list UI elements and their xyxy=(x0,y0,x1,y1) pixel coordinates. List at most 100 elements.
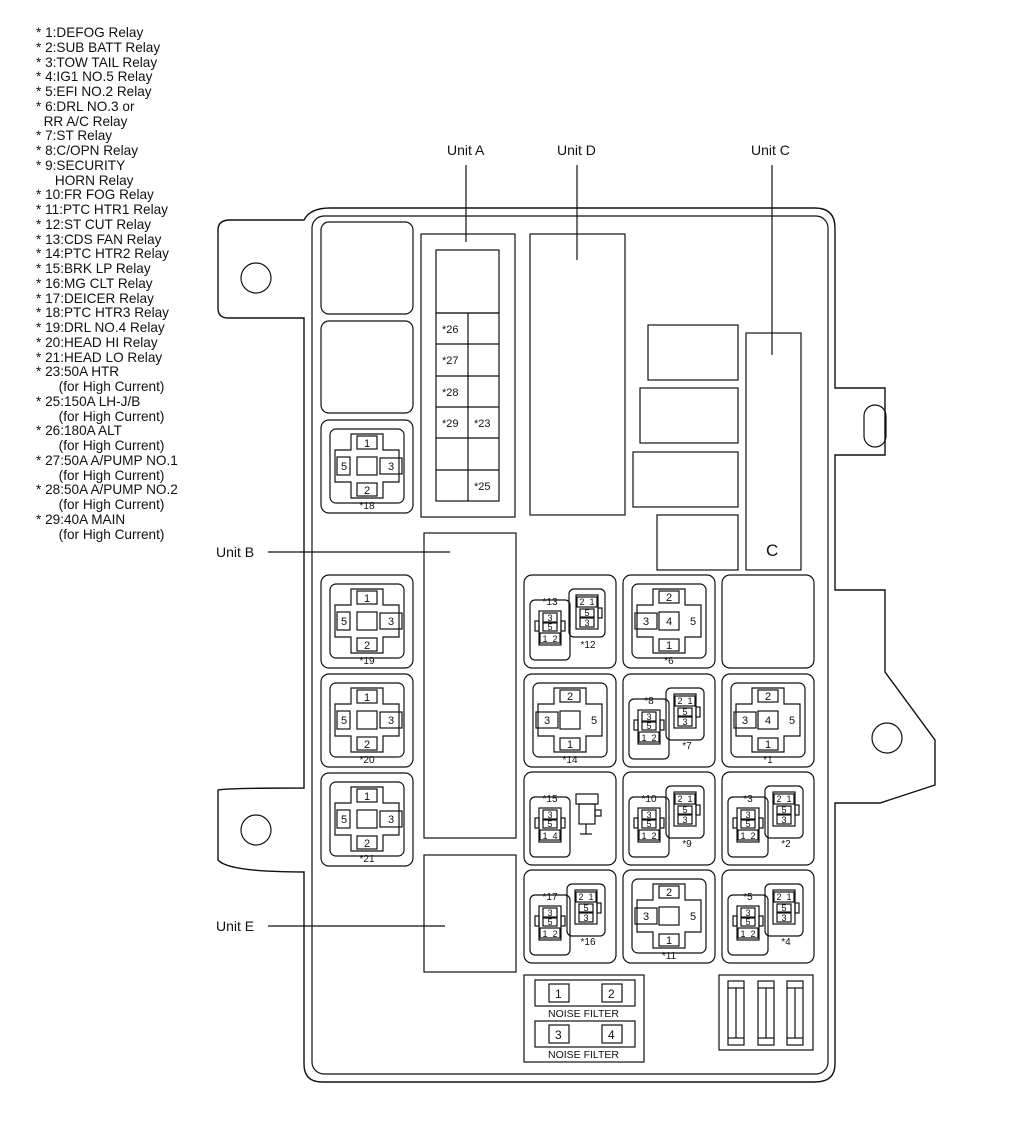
relay-label: *15 xyxy=(542,794,557,805)
legend-text: 5:EFI NO.2 Relay xyxy=(45,84,152,99)
legend-mark: * xyxy=(36,25,46,40)
nf2-caption: NOISE FILTER xyxy=(548,1049,619,1061)
legend-text: 18:PTC HTR3 Relay xyxy=(45,305,169,321)
pin-label: 3 xyxy=(547,810,552,820)
mount-slot-right xyxy=(863,404,887,448)
pin-label: 2 xyxy=(677,696,682,706)
fuse-label-23: *23 xyxy=(474,418,491,430)
pin-label: 3 xyxy=(547,908,552,918)
relay-label: *13 xyxy=(542,597,557,608)
pin-label: 3 xyxy=(643,911,649,923)
legend-mark: * xyxy=(36,39,46,55)
pin-label: 1 xyxy=(687,794,692,804)
mount-hole-right-bottom xyxy=(871,722,903,754)
legend-mark: * xyxy=(36,231,46,247)
legend-text: 6:DRL NO.3 or xyxy=(45,98,135,114)
pin-label: 5 xyxy=(682,707,687,717)
pin-label: 5 xyxy=(583,903,588,913)
legend-row: * 17:DEICER Relay xyxy=(36,290,178,307)
legend-text: 2:SUB BATT Relay xyxy=(45,39,161,55)
legend-row: * 12:ST CUT Relay xyxy=(36,216,178,233)
legend-row: HORN Relay xyxy=(36,173,178,189)
pin-label: 5 xyxy=(781,903,786,913)
fuse-label-28: *28 xyxy=(442,387,459,399)
legend-row: * 16:MG CLT Relay xyxy=(36,275,178,292)
pin-label: 3 xyxy=(388,461,394,473)
relay-label: *12 xyxy=(580,640,595,651)
relay-label: *20 xyxy=(359,755,374,766)
pin-label: 2 xyxy=(776,892,781,902)
legend-mark: * xyxy=(36,69,46,85)
pin-label: 5 xyxy=(682,805,687,815)
legend-mark: * xyxy=(36,275,46,291)
pin-label: 5 xyxy=(646,819,651,829)
legend-row: * 20:HEAD HI Relay xyxy=(36,334,178,351)
legend-text: 20:HEAD HI Relay xyxy=(45,334,158,350)
fuse-label-25: *25 xyxy=(474,481,491,493)
pin-label: 1 xyxy=(567,739,573,751)
pin-label: 3 xyxy=(388,715,394,727)
pin-label: 1 xyxy=(786,794,791,804)
legend-row: * 13:CDS FAN Relay xyxy=(36,231,178,248)
legend-mark: * xyxy=(36,482,46,498)
legend-text: 16:MG CLT Relay xyxy=(45,275,153,291)
slot-right-4 xyxy=(656,514,739,571)
legend-mark: * xyxy=(36,334,46,350)
legend-text: (for High Current) xyxy=(43,497,165,512)
legend-row: (for High Current) xyxy=(36,468,178,484)
pin-label: 2 xyxy=(364,485,370,497)
unit-b-label: Unit B xyxy=(216,544,254,560)
pin-label: 5 xyxy=(341,715,347,727)
mount-hole-left-bottom xyxy=(240,814,272,846)
pin-label: 3 xyxy=(643,616,649,628)
relay-label: *18 xyxy=(359,501,374,512)
relay-label: *14 xyxy=(562,755,577,766)
legend-row: * 10:FR FOG Relay xyxy=(36,187,178,203)
pin-label: 2 xyxy=(579,597,584,607)
legend-row: * 1:DEFOG Relay xyxy=(36,25,178,41)
pin-label: 2 xyxy=(364,739,370,751)
nf1-pin-right xyxy=(601,983,623,1003)
unit-a-fuse-grid xyxy=(435,312,500,502)
pin-label: 5 xyxy=(781,805,786,815)
legend-mark: * xyxy=(36,246,46,262)
pin-label: 1 xyxy=(589,597,594,607)
fuse-label-29: *29 xyxy=(442,418,459,430)
legend-text: 23:50A HTR xyxy=(45,364,120,380)
unit-d-label: Unit D xyxy=(557,142,596,158)
pin-label: 2 xyxy=(578,892,583,902)
legend-text: 3:TOW TAIL Relay xyxy=(45,54,158,70)
pin-label: 3 xyxy=(646,712,651,722)
legend-text: 13:CDS FAN Relay xyxy=(45,231,162,247)
pin-label: 2 xyxy=(651,733,656,743)
unit-e-block xyxy=(423,854,517,973)
legend-text: 26:180A ALT xyxy=(45,423,122,439)
relay-label: *21 xyxy=(359,854,374,865)
nf1-pin-left xyxy=(548,983,570,1003)
legend-text: 12:ST CUT Relay xyxy=(45,216,152,232)
pin-label: 2 xyxy=(552,929,557,939)
legend-mark: * xyxy=(36,187,46,203)
relay-label: *5 xyxy=(743,892,753,903)
fuse-label-26: *26 xyxy=(442,324,459,336)
legend-text: (for High Current) xyxy=(43,438,165,453)
pin-label: 1 xyxy=(588,892,593,902)
legend-mark: * xyxy=(36,98,46,114)
pin-label: 5 xyxy=(547,917,552,927)
noise-filter-1 xyxy=(534,979,636,1007)
legend-row: * 4:IG1 NO.5 Relay xyxy=(36,69,178,85)
legend-row: * 27:50A A/PUMP NO.1 xyxy=(36,453,178,469)
legend-row: * 26:180A ALT xyxy=(36,423,178,439)
housing-outline xyxy=(217,207,936,1083)
pin-label: 1 xyxy=(542,929,547,939)
pin-label: 5 xyxy=(591,715,597,727)
legend-text: 17:DEICER Relay xyxy=(45,290,154,306)
pin-label: 3 xyxy=(682,815,687,825)
pin-label: 3 xyxy=(583,913,588,923)
slot-right-3 xyxy=(632,451,739,508)
